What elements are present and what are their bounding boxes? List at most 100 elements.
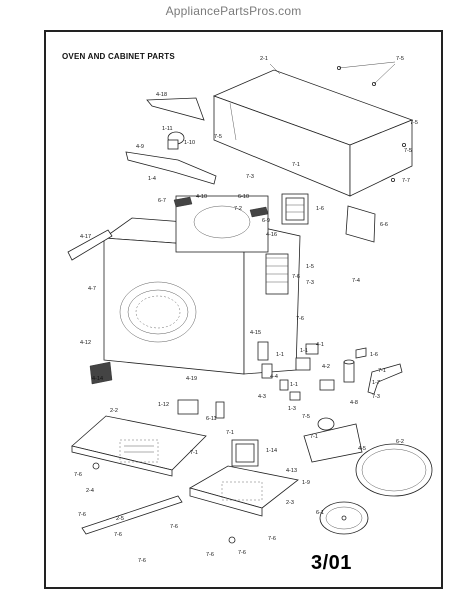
callout-label: 7-6 bbox=[114, 532, 122, 538]
callout-label: 7-6 bbox=[292, 274, 300, 280]
callout-label: 6-7 bbox=[158, 198, 166, 204]
callout-label: 1-1 bbox=[300, 348, 308, 354]
callout-label: 7-6 bbox=[206, 552, 214, 558]
callout-label: 4-18 bbox=[156, 92, 167, 98]
foot-2 bbox=[228, 536, 236, 544]
callout-label: 1-7 bbox=[372, 380, 380, 386]
callout-label: 4-10 bbox=[196, 194, 207, 200]
callout-label: 7-6 bbox=[268, 536, 276, 542]
control-components bbox=[257, 341, 367, 401]
label-tag-2 bbox=[249, 206, 269, 218]
callout-label: 4-17 bbox=[80, 234, 91, 240]
lamp-assembly bbox=[167, 131, 185, 150]
callout-label: 7-6 bbox=[138, 558, 146, 564]
callout-label: 7-3 bbox=[306, 280, 314, 286]
roller-ring bbox=[319, 501, 369, 535]
callout-label: 1-14 bbox=[266, 448, 277, 454]
diagram-title: OVEN AND CABINET PARTS bbox=[62, 52, 175, 61]
callout-label: 6-6 bbox=[380, 222, 388, 228]
callout-label: 4-4 bbox=[270, 374, 278, 380]
callout-label: 4-14 bbox=[92, 376, 103, 382]
callout-label: 1-10 bbox=[184, 140, 195, 146]
callout-label: 4-7 bbox=[88, 286, 96, 292]
callout-label: 4-12 bbox=[80, 340, 91, 346]
callout-label: 6-9 bbox=[262, 218, 270, 224]
callout-label: 7-5 bbox=[302, 414, 310, 420]
magnetron bbox=[281, 193, 309, 225]
callout-label: 2-4 bbox=[86, 488, 94, 494]
callout-label: 6-2 bbox=[396, 439, 404, 445]
callout-label: 7-1 bbox=[310, 434, 318, 440]
callout-label: 7-3 bbox=[372, 394, 380, 400]
callout-label: 7-1 bbox=[378, 368, 386, 374]
hv-transformer bbox=[231, 439, 259, 467]
callout-label: 7-7 bbox=[402, 178, 410, 184]
callout-label: 7-6 bbox=[170, 524, 178, 530]
door-latch-arm bbox=[367, 363, 403, 395]
back-plate bbox=[345, 205, 376, 243]
turntable-tray bbox=[355, 443, 433, 497]
callout-label: 7-5 bbox=[396, 56, 404, 62]
callout-label: 2-3 bbox=[286, 500, 294, 506]
callout-label: 1-4 bbox=[148, 176, 156, 182]
callout-label: 1-3 bbox=[288, 406, 296, 412]
callout-label: 7-1 bbox=[226, 430, 234, 436]
label-tag-1 bbox=[173, 196, 193, 208]
callout-label: 4-1 bbox=[316, 342, 324, 348]
bottom-cover bbox=[71, 415, 207, 477]
top-bracket bbox=[125, 151, 217, 185]
oven-cavity bbox=[102, 195, 301, 375]
callout-label: 4-5 bbox=[358, 446, 366, 452]
stirrer-motor bbox=[177, 399, 199, 415]
callout-label: 7-6 bbox=[296, 316, 304, 322]
callout-label: 6-10 bbox=[238, 194, 249, 200]
callout-label: 7-6 bbox=[238, 550, 246, 556]
callout-label: 7-2 bbox=[234, 206, 242, 212]
callout-label: 7-4 bbox=[352, 278, 360, 284]
callout-label: 7-5 bbox=[214, 134, 222, 140]
foot-1 bbox=[92, 462, 100, 470]
callout-label: 4-16 bbox=[266, 232, 277, 238]
callout-label: 4-19 bbox=[186, 376, 197, 382]
callout-label: 6-11 bbox=[206, 416, 217, 422]
callout-label: 6-1 bbox=[316, 510, 324, 516]
callout-label: 4-13 bbox=[286, 468, 297, 474]
callout-label: 2-2 bbox=[110, 408, 118, 414]
site-header[interactable]: AppliancePartsPros.com bbox=[165, 4, 302, 18]
handle-bar bbox=[146, 97, 205, 121]
cooling-fan bbox=[303, 417, 363, 463]
callout-label: 7-5 bbox=[404, 148, 412, 154]
callout-labels: 2-1 7-5 7-5 7-5 7-7 4-18 1-11 1-10 7-5 4… bbox=[74, 56, 418, 564]
callout-label: 4-15 bbox=[250, 330, 261, 336]
callout-label: 7-3 bbox=[246, 174, 254, 180]
callout-label: 7-6 bbox=[74, 472, 82, 478]
callout-label: 7-1 bbox=[190, 450, 198, 456]
callout-label: 4-8 bbox=[350, 400, 358, 406]
callout-label: 1-1 bbox=[276, 352, 284, 358]
bracket-6-11 bbox=[215, 401, 225, 419]
callout-label: 1-12 bbox=[158, 402, 169, 408]
base-plate bbox=[188, 465, 299, 517]
callout-label: 1-6 bbox=[370, 352, 378, 358]
callout-label: 1-6 bbox=[316, 206, 324, 212]
callout-label: 7-6 bbox=[78, 512, 86, 518]
callout-label: 2-1 bbox=[260, 56, 268, 62]
callout-label: 7-1 bbox=[292, 162, 300, 168]
base-rail bbox=[81, 495, 183, 535]
callout-label: 7-5 bbox=[410, 120, 418, 126]
revision-date: 3/01 bbox=[311, 552, 352, 574]
screws bbox=[336, 61, 406, 182]
label-plate bbox=[89, 361, 113, 385]
callout-label: 1-5 bbox=[306, 264, 314, 270]
callout-label: 1-9 bbox=[302, 480, 310, 486]
outer-cabinet bbox=[212, 63, 414, 197]
side-bar bbox=[67, 229, 113, 261]
callout-label: 1-1 bbox=[290, 382, 298, 388]
callout-label: 4-3 bbox=[258, 394, 266, 400]
callout-label: 4-9 bbox=[136, 144, 144, 150]
callout-label: 1-11 bbox=[162, 126, 173, 132]
callout-label: 4-2 bbox=[322, 364, 330, 370]
callout-label: 2-5 bbox=[116, 516, 124, 522]
diagram-frame bbox=[44, 30, 443, 589]
